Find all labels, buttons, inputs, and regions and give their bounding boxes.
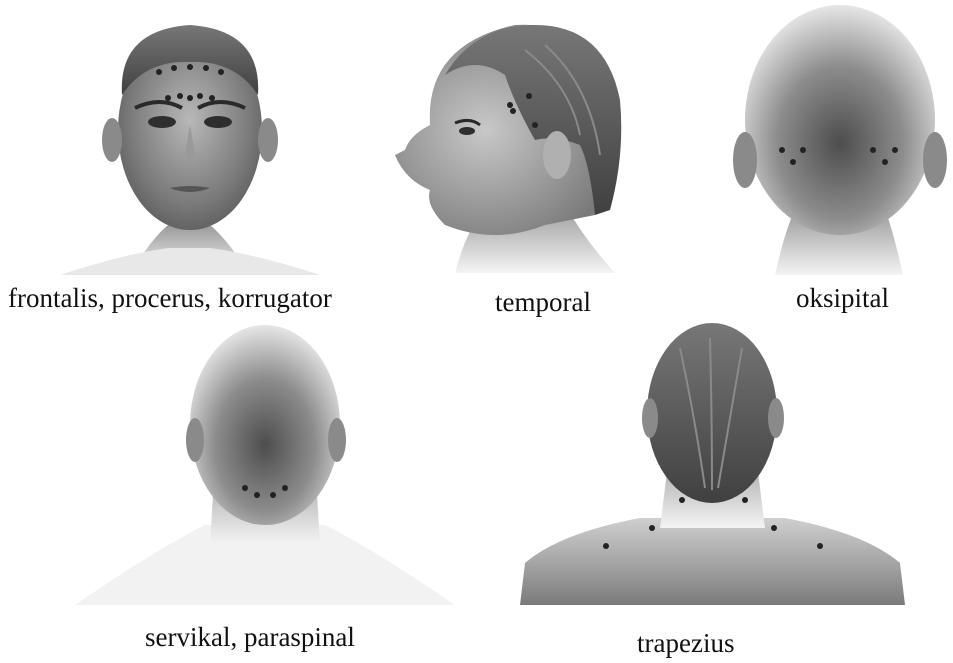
panel-frontal [60,0,320,275]
caption-servikal: servikal, paraspinal [145,622,355,653]
caption-frontal: frontalis, procerus, korrugator [8,283,332,314]
panel-servikal [75,320,455,605]
caption-oksipital: oksipital [796,283,889,314]
caption-temporal: temporal [495,287,591,318]
panel-oksipital [725,0,953,275]
profile-head-illustration [385,5,635,273]
back-shoulders-illustration [520,318,905,605]
panel-temporal [385,5,635,273]
caption-trapezius: trapezius [637,628,734,659]
front-head-illustration [60,0,320,275]
panel-trapezius [520,318,905,605]
back-head-illustration [725,0,953,275]
back-neck-illustration [75,320,455,605]
